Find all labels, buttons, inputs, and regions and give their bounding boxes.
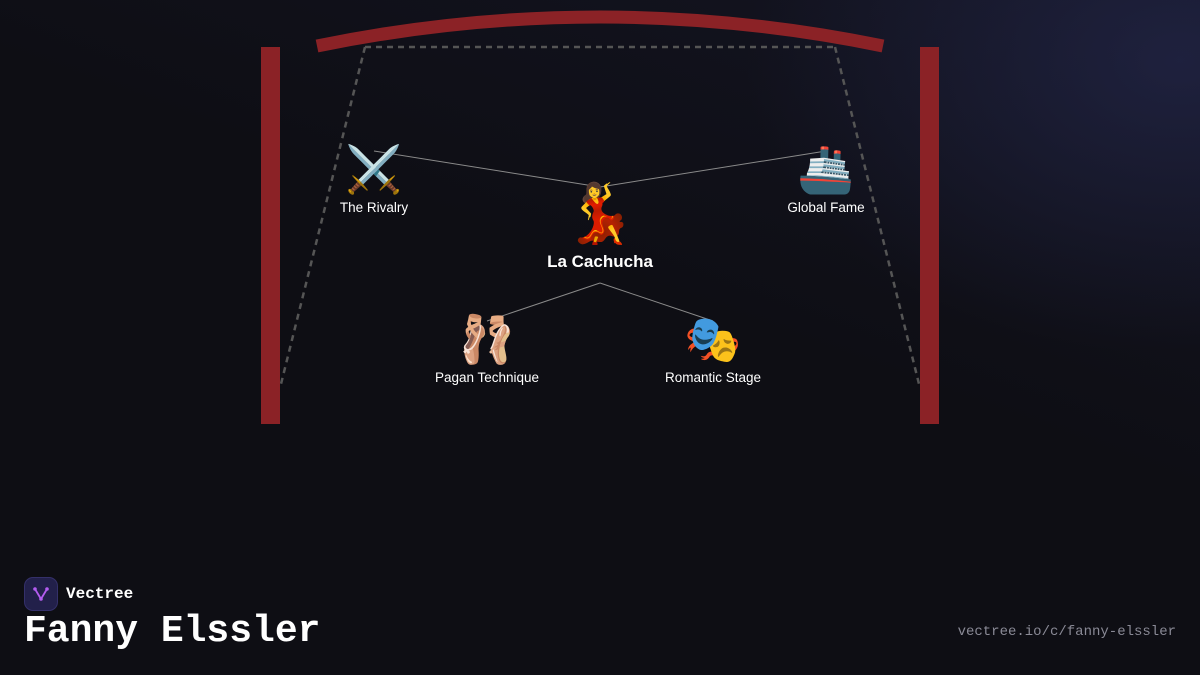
page-url[interactable]: vectree.io/c/fanny-elssler [957,624,1176,640]
connector-fame [599,150,827,188]
spotlight-right [833,46,922,389]
connector-pagan [486,282,601,322]
brand[interactable]: Vectree [24,577,133,611]
connector-rivalry [373,150,601,188]
vectree-logo-icon [24,577,58,611]
brand-name: Vectree [66,585,134,603]
curtain-arch [315,10,885,53]
node-the-rivalry[interactable]: ⚔️ The Rivalry [340,146,408,215]
node-label: Romantic Stage [664,370,762,385]
node-label: The Rivalry [339,200,409,215]
curtain-right [920,47,939,424]
spotlight-left [278,46,367,389]
node-label: Pagan Technique [434,370,540,385]
crossed-swords-icon: ⚔️ [345,142,403,196]
node-global-fame[interactable]: 🚢 Global Fame [787,146,864,215]
ballet-shoes-icon: 🩰 [458,312,516,366]
node-pagan-technique[interactable]: 🩰 Pagan Technique [435,316,539,385]
node-label: Global Fame [787,200,865,215]
center-node-label: La Cachucha [547,252,653,271]
node-romantic-stage[interactable]: 🎭 Romantic Stage [665,316,761,385]
curtain-left [261,47,280,424]
dancer-icon: 💃 [563,179,637,247]
page-title: Fanny Elssler [24,610,321,653]
node-la-cachucha[interactable]: 💃 La Cachucha [547,184,653,272]
ship-icon: 🚢 [797,142,855,196]
connector-romantic [599,282,714,322]
theater-masks-icon: 🎭 [684,312,742,366]
